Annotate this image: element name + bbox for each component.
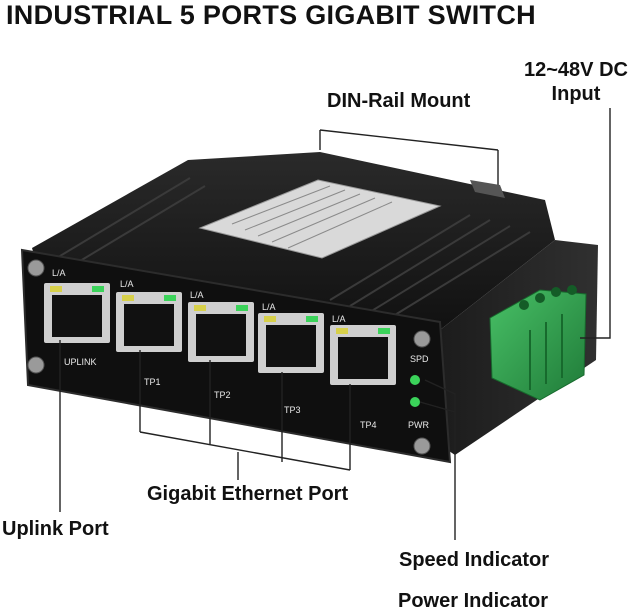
tp3-label: TP3 — [284, 405, 301, 415]
power-terminal-block — [489, 285, 587, 401]
uplink-port-label: UPLINK — [64, 357, 97, 367]
din-rail-clip — [470, 180, 505, 198]
gigabit-ethernet-callout: Gigabit Ethernet Port — [147, 483, 349, 505]
la-label-uplink: L/A — [52, 268, 66, 278]
dc-input-callout-line2: Input — [551, 83, 601, 105]
dc-input-callout: 12~48V DC Input — [524, 58, 628, 106]
page-title: INDUSTRIAL 5 PORTS GIGABIT SWITCH — [6, 0, 536, 30]
la-label-tp1: L/A — [120, 279, 134, 289]
heat-fins — [49, 177, 531, 319]
rj45-ports — [44, 283, 396, 385]
spd-label: SPD — [410, 354, 429, 364]
speed-led — [410, 375, 420, 385]
la-label-tp2: L/A — [190, 290, 204, 300]
port-uplink — [44, 283, 110, 343]
port-tp1 — [116, 292, 182, 352]
pwr-label: PWR — [408, 420, 429, 430]
tp4-label: TP4 — [360, 420, 377, 430]
speed-indicator-callout: Speed Indicator — [399, 549, 550, 571]
tp2-label: TP2 — [214, 390, 231, 400]
dc-input-callout-line1: 12~48V DC — [524, 59, 628, 81]
port-tp4 — [330, 325, 396, 385]
indicator-leaders — [419, 379, 456, 540]
dc-input-leader — [580, 108, 611, 339]
port-tp3 — [258, 313, 324, 373]
la-label-tp3: L/A — [262, 302, 276, 312]
din-rail-leader — [319, 129, 499, 185]
product-sticker — [198, 179, 442, 259]
panel-screws — [27, 259, 431, 455]
la-label-tp4: L/A — [332, 314, 346, 324]
tp1-label: TP1 — [144, 377, 161, 387]
power-led — [410, 397, 420, 407]
uplink-port-callout: Uplink Port — [2, 518, 109, 540]
din-rail-callout: DIN-Rail Mount — [327, 90, 471, 112]
power-indicator-callout: Power Indicator — [398, 590, 549, 612]
gigabit-leader — [139, 350, 351, 480]
port-tp2 — [188, 302, 254, 362]
